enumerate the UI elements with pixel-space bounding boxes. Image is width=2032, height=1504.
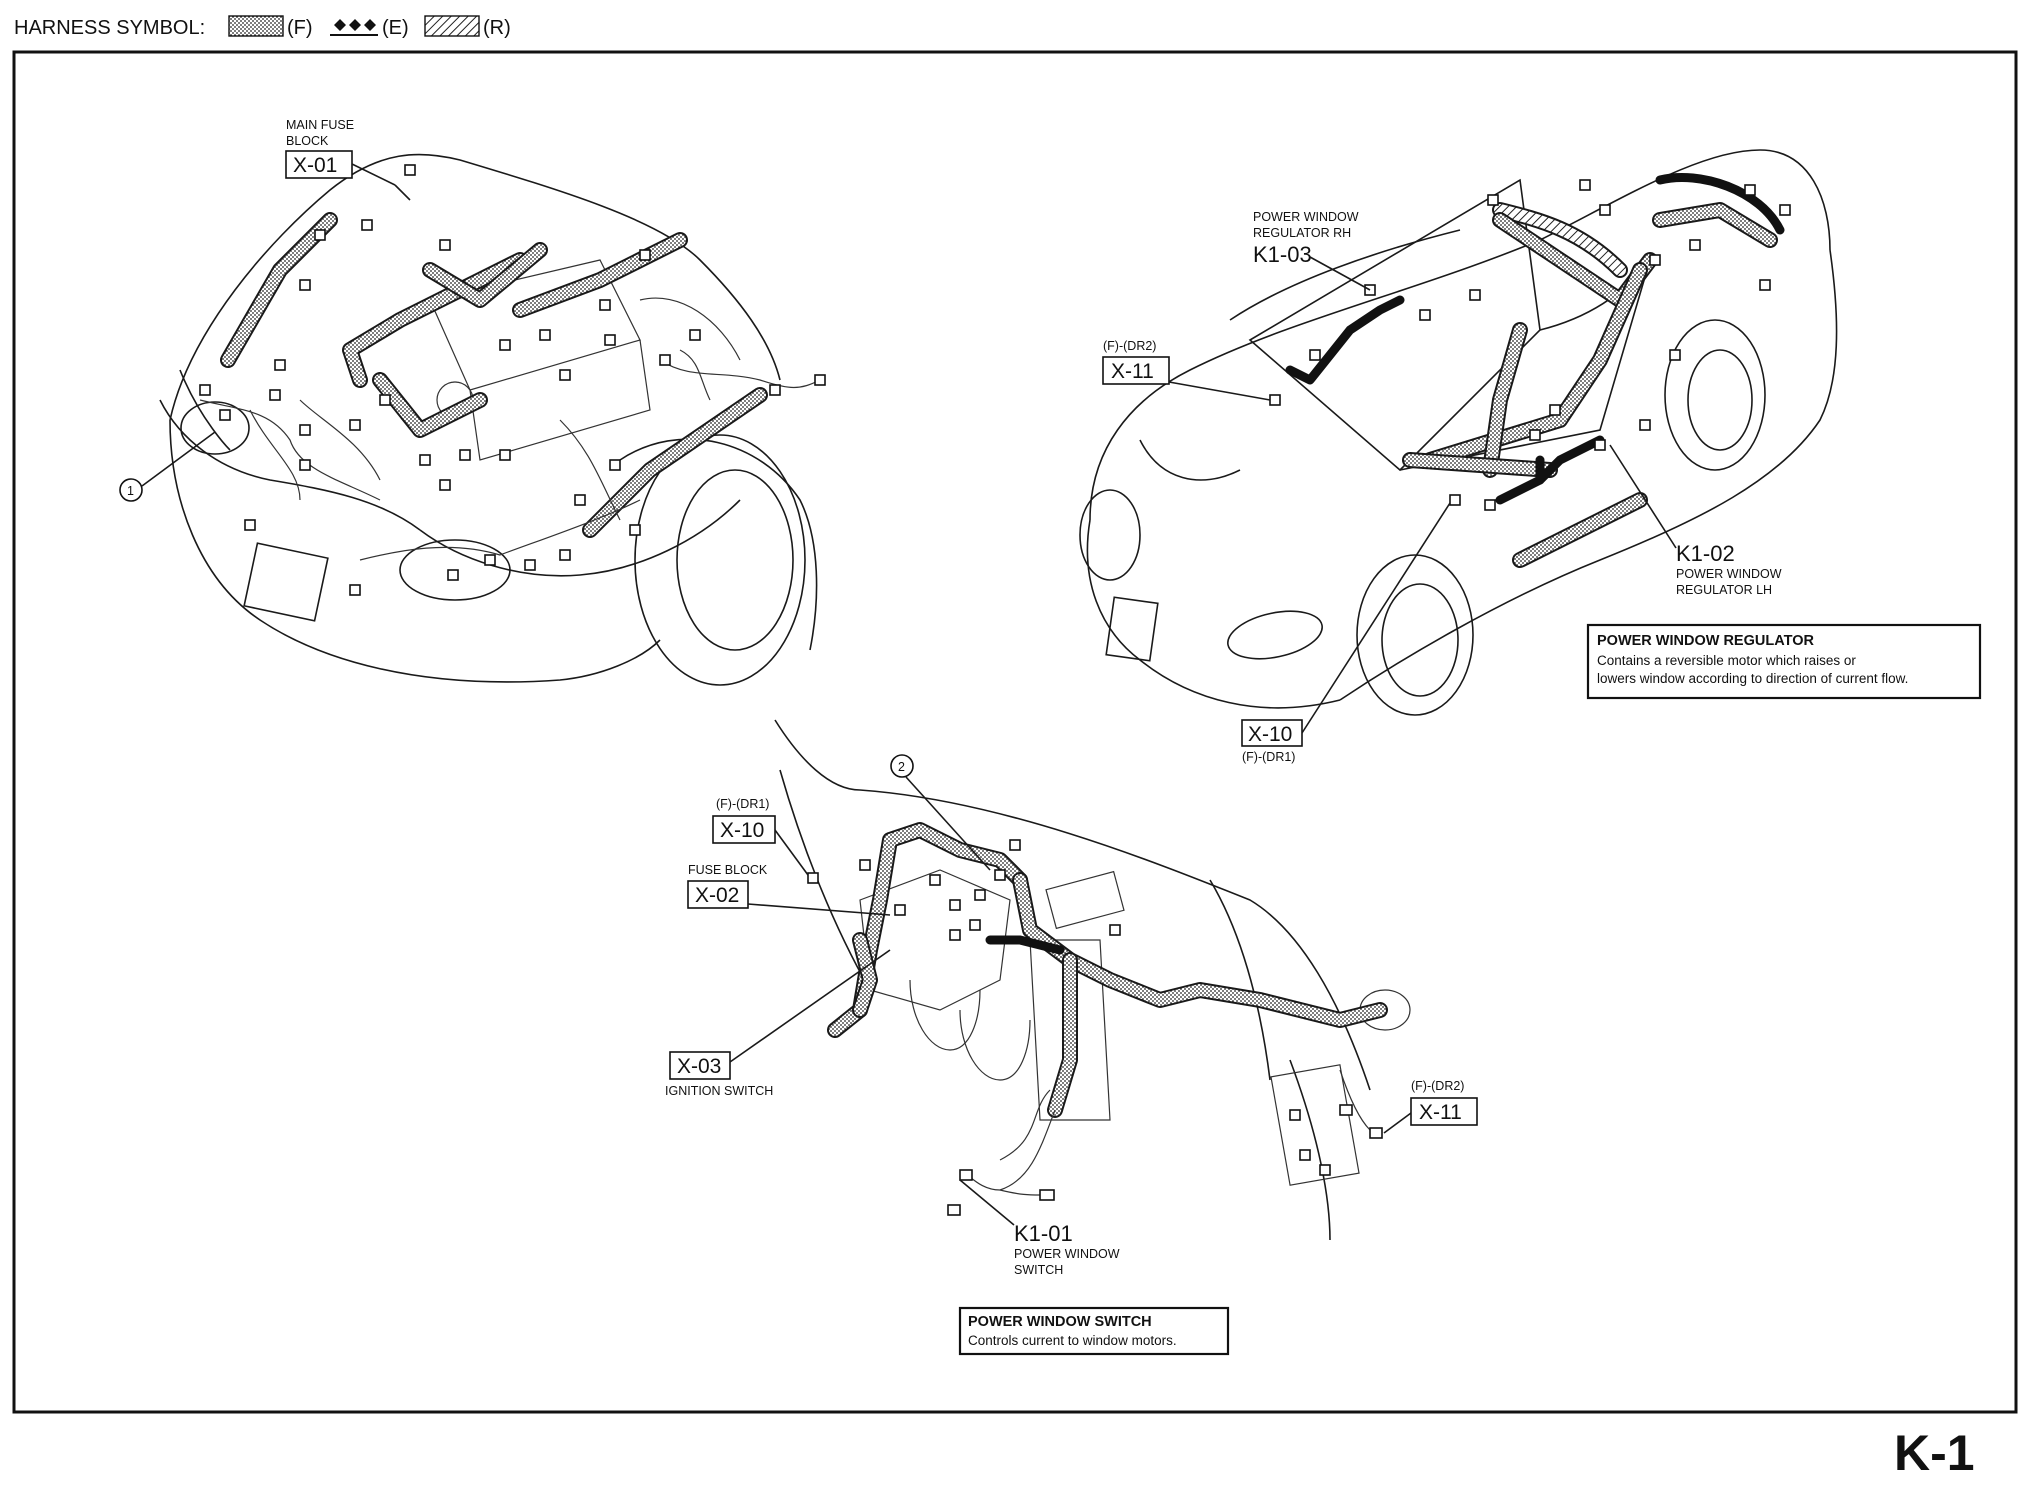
k103-label-1: POWER WINDOW: [1253, 210, 1359, 224]
x10-top-tag: (F)-(DR1): [1242, 750, 1295, 764]
x02-code: X-02: [695, 884, 739, 907]
engine-connectors: [199, 164, 826, 596]
power-window-car-view: POWER WINDOW REGULATOR RH K1-03 (F)-(DR2…: [1079, 149, 1982, 764]
x11-top-tag: (F)-(DR2): [1103, 339, 1156, 353]
callout-2-circle: [890, 754, 914, 778]
x11-dash-tag: (F)-(DR2): [1411, 1079, 1464, 1093]
k103-label-2: REGULATOR RH: [1253, 226, 1351, 240]
x03-label: IGNITION SWITCH: [665, 1084, 773, 1098]
k102-label-1: POWER WINDOW: [1676, 567, 1782, 581]
legend-e-symbol: [330, 19, 378, 36]
x11-top-code-box: [1102, 356, 1170, 385]
k103-code: K1-03: [1253, 242, 1312, 267]
main-fuse-code: X-01: [293, 154, 337, 177]
regulator-info-title: POWER WINDOW REGULATOR: [1597, 633, 1814, 649]
k101-label-1: POWER WINDOW: [1014, 1247, 1120, 1261]
callout-2: 2: [898, 760, 905, 774]
k102-label-2: REGULATOR LH: [1676, 583, 1772, 597]
k101-code: K1-01: [1014, 1221, 1073, 1246]
main-fuse-label-2: BLOCK: [286, 134, 329, 148]
k102-code: K1-02: [1676, 541, 1735, 566]
regulator-info-box: [1586, 623, 1982, 700]
regulator-info-line2: lowers window according to direction of …: [1597, 671, 1908, 686]
switch-info-line1: Controls current to window motors.: [968, 1333, 1177, 1348]
legend-title: HARNESS SYMBOL:: [14, 17, 205, 39]
switch-info-title: POWER WINDOW SWITCH: [968, 1314, 1152, 1330]
main-fuse-label-1: MAIN FUSE: [286, 118, 354, 132]
x02-code-box: [687, 880, 749, 909]
x10-top-code-box: [1241, 719, 1303, 747]
dash-connectors: [807, 839, 1383, 1216]
x02-label: FUSE BLOCK: [688, 863, 768, 877]
legend-r-code: (R): [483, 17, 511, 39]
legend-e-code: (E): [382, 17, 409, 39]
callout-1-circle: [119, 478, 143, 502]
x11-dash-code: X-11: [1419, 1101, 1462, 1124]
harness-legend: HARNESS SYMBOL: (F) (E) (R): [14, 15, 511, 39]
x03-code-box: [669, 1051, 731, 1080]
diagram-frame: [12, 50, 2018, 1414]
engine-bay-view: MAIN FUSE BLOCK X-01 1: [119, 118, 826, 686]
legend-f-symbol: [228, 15, 284, 37]
car-connectors: [1269, 179, 1791, 511]
page-number: K-1: [1894, 1425, 1975, 1481]
callout-1: 1: [127, 484, 134, 498]
dashboard-view: 2 (F)-(DR1) X-10 FUSE BLOCK X-02 X-03 IG…: [665, 719, 1478, 1356]
x10-top-code: X-10: [1248, 723, 1292, 746]
x11-top-code: X-11: [1111, 360, 1154, 383]
x10-dash-code: X-10: [720, 819, 764, 842]
legend-r-symbol: [424, 15, 480, 37]
x10-dash-code-box: [712, 815, 776, 844]
legend-f-code: (F): [287, 17, 313, 39]
k101-label-2: SWITCH: [1014, 1263, 1063, 1277]
regulator-info-line1: Contains a reversible motor which raises…: [1597, 653, 1856, 668]
x03-code: X-03: [677, 1055, 721, 1078]
switch-info-box: [958, 1306, 1230, 1356]
x10-dash-tag: (F)-(DR1): [716, 797, 769, 811]
x11-dash-code-box: [1410, 1097, 1478, 1126]
